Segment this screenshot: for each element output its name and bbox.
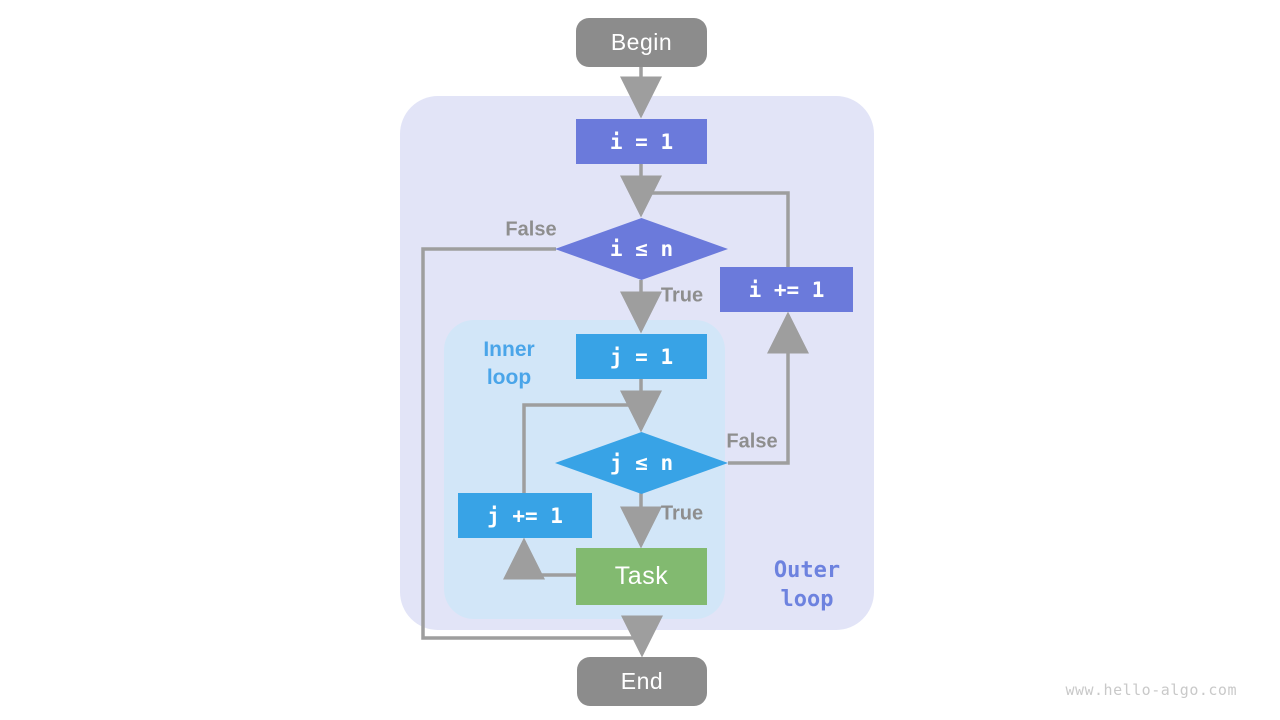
outer-loop-label: Outer loop xyxy=(774,556,840,614)
edge-cond-i-false-to-end xyxy=(421,247,663,658)
watermark-url: www.hello-algo.com xyxy=(1065,681,1237,699)
edge-inc-j-back-to-cond-j xyxy=(522,403,641,493)
inc-j-node: j += 1 xyxy=(458,493,592,538)
end-label: End xyxy=(620,668,664,694)
edge-inc-i-back-to-cond-i xyxy=(641,191,790,267)
task-node: Task xyxy=(576,548,707,605)
begin-label: Begin xyxy=(610,29,673,55)
inc-j-label: j += 1 xyxy=(487,503,563,528)
inner-loop-label: Inner loop xyxy=(483,336,534,392)
edge-cond-j-false-to-inc-i xyxy=(728,311,809,465)
inc-i-label: i += 1 xyxy=(748,277,825,302)
init-i-node: i = 1 xyxy=(576,119,707,164)
edge-task-to-inc-j xyxy=(503,537,576,580)
init-j-node: j = 1 xyxy=(576,334,707,379)
inner-false-label: False xyxy=(726,430,778,453)
begin-node: Begin xyxy=(576,18,707,67)
task-label: Task xyxy=(614,562,669,590)
cond-j-label: j ≤ n xyxy=(609,451,674,475)
outer-loop-label-line2: loop xyxy=(780,587,834,612)
init-j-label: j = 1 xyxy=(609,344,674,369)
inner-true-label: True xyxy=(660,502,704,525)
cond-i-label: i ≤ n xyxy=(609,237,674,261)
inner-loop-label-line1: Inner xyxy=(483,338,535,361)
outer-false-label: False xyxy=(505,218,557,241)
outer-true-label: True xyxy=(660,284,704,307)
init-i-label: i = 1 xyxy=(609,129,674,154)
inc-i-node: i += 1 xyxy=(720,267,853,312)
inner-loop-label-line2: loop xyxy=(486,366,532,389)
end-node: End xyxy=(577,657,707,706)
outer-loop-label-line1: Outer xyxy=(773,558,841,583)
